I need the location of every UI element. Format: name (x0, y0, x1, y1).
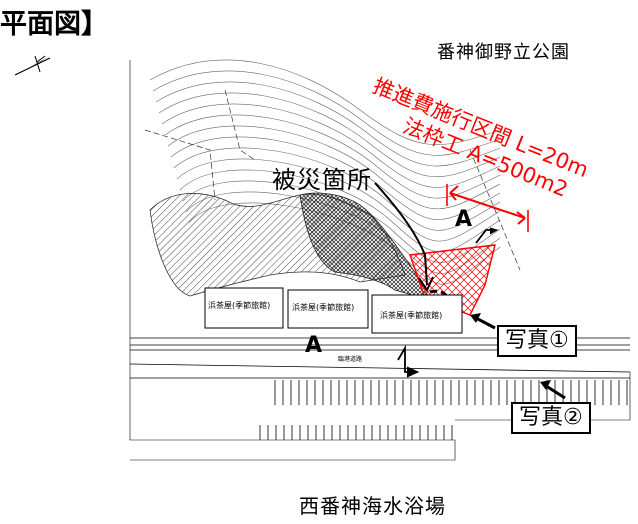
damage-arrow-head-icon (418, 276, 434, 293)
building-label-2: 浜茶屋(季節旅館) (292, 302, 355, 313)
beach-label: 西番神海水浴場 (299, 494, 446, 518)
building-label-1: 浜茶屋(季節旅館) (208, 300, 271, 311)
damage-pointer-line (374, 182, 428, 286)
contour-line (152, 70, 501, 156)
contour-line (161, 103, 501, 188)
park-label: 番神御野立公園 (437, 42, 570, 63)
section-length-arrow (449, 192, 526, 219)
damage-location-label: 被災箇所 (272, 166, 372, 194)
page-title: 平面図】 (0, 9, 108, 40)
section-a-arrow-top-icon (489, 227, 499, 235)
contour-line (173, 147, 501, 231)
photo1-label: 写真① (497, 325, 577, 357)
arrow-head-left-icon (449, 185, 459, 201)
section-a-label-bottom: A (305, 333, 323, 358)
contour-line (149, 59, 501, 145)
arrow-head-right-icon (516, 211, 526, 225)
contour-line (167, 125, 501, 210)
north-arrow-icon (14, 55, 51, 76)
breakwater-ticks (259, 380, 628, 440)
contour-line (176, 158, 501, 242)
contour-line (179, 169, 501, 253)
road-label: 臨港道路 (338, 356, 363, 363)
section-a-label-top: A (455, 207, 473, 232)
building-label-3: 浜茶屋(季節旅館) (380, 310, 443, 321)
photo2-arrow-head-icon (540, 380, 551, 390)
boundary-lines (144, 89, 521, 271)
photo2-label: 写真② (511, 402, 591, 434)
photo1-arrow-head-icon (470, 313, 481, 323)
